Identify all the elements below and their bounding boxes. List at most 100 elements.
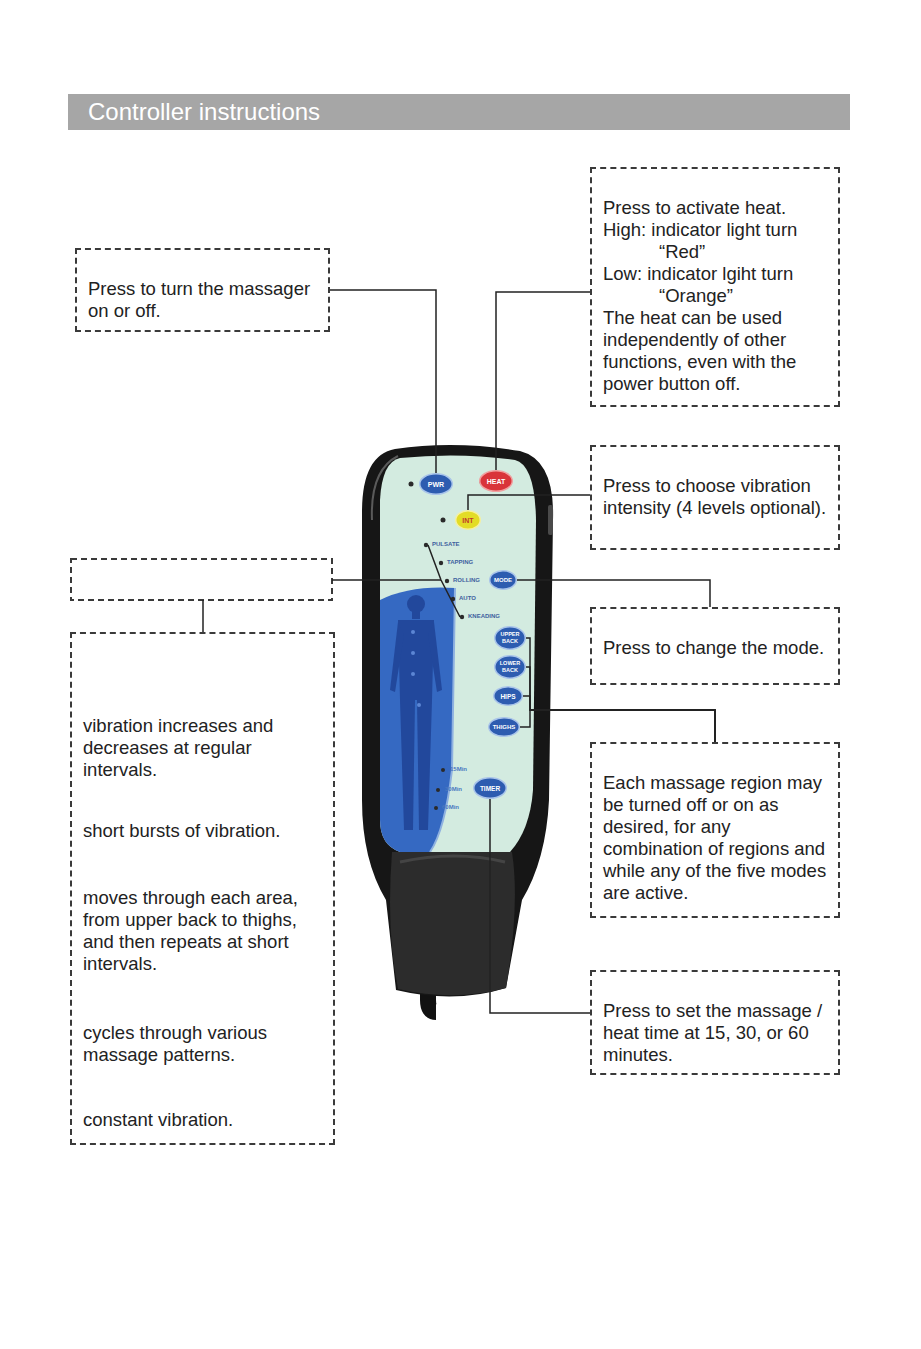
callout-text: constant vibration. — [83, 1109, 325, 1131]
indicator-dot — [424, 543, 428, 547]
callout-text: Press to turn the massager on or off. — [88, 278, 320, 322]
figure-neck — [412, 611, 420, 619]
indicator-dot — [460, 615, 464, 619]
region-button: LOWER BACK — [494, 655, 526, 679]
indicator-dot — [441, 518, 446, 523]
leader-line — [202, 600, 204, 632]
callout-text: Each massage region may be turned off or… — [603, 772, 830, 904]
intensity-button: INT — [455, 510, 481, 530]
indicator-label: 30Min — [445, 786, 462, 793]
button-shape — [480, 471, 513, 492]
blue-panel — [380, 588, 455, 853]
leader-line — [526, 638, 715, 742]
indicator-dot — [445, 579, 449, 583]
button-label: HEAT — [479, 470, 513, 492]
button-shape — [494, 687, 523, 706]
button-shape — [490, 571, 517, 590]
figure-arm — [428, 622, 442, 692]
button-label: PWR — [419, 473, 453, 495]
controller-grip — [390, 852, 515, 995]
indicator-label: 15Min — [450, 766, 467, 773]
figure-arm — [390, 622, 404, 692]
leader-line — [526, 667, 715, 742]
heat-button: HEAT — [479, 470, 513, 492]
callout-text: Low: indicator lgiht turn “Orange” — [603, 263, 830, 307]
button-label: TIMER — [473, 777, 507, 799]
callout-text: moves through each area, from upper back… — [83, 887, 325, 975]
indicator-label: AUTO — [459, 595, 476, 602]
leader-line — [332, 579, 441, 581]
button-label: UPPER BACK — [494, 626, 526, 650]
indicator-label: TAPPING — [447, 559, 473, 566]
leader-line — [520, 710, 715, 742]
callout-text: High: indicator light turn “Red” — [603, 219, 830, 263]
mode-description-box: vibration increases and decreases at reg… — [70, 632, 335, 1145]
callout-text: vibration increases and decreases at reg… — [83, 715, 325, 781]
callout-text: Press to change the mode. — [603, 637, 830, 659]
button-shape — [495, 656, 526, 679]
indicator-label: 60Min — [442, 804, 459, 811]
callout-text: The heat can be used independently of ot… — [603, 307, 830, 395]
indicator-dot — [409, 482, 414, 487]
region-dot — [411, 672, 415, 676]
indicator-dot — [441, 768, 445, 772]
callout-box: Press to change the mode. — [590, 607, 840, 685]
figure-leg — [417, 700, 432, 830]
callout-box: Press to choose vibration intensity (4 l… — [590, 445, 840, 550]
button-shape — [489, 718, 520, 737]
callout-box: Press to turn the massager on or off. — [75, 248, 330, 332]
region-dot — [411, 630, 415, 634]
power-button: PWR — [419, 473, 453, 495]
leader-line — [490, 799, 590, 1013]
button-label: HIPS — [493, 686, 523, 706]
button-label: LOWER BACK — [494, 655, 526, 679]
region-dot — [417, 703, 421, 707]
indicator-dots — [409, 480, 485, 811]
region-button: THIGHS — [488, 717, 520, 737]
callout-box: Press to activate heat.High: indicator l… — [590, 167, 840, 407]
controller-body — [362, 445, 553, 997]
indicator-label: KNEADING — [468, 613, 500, 620]
callout-text: Press to set the massage / heat time at … — [603, 1000, 830, 1066]
callout-box: Press to set the massage / heat time at … — [590, 970, 840, 1075]
indicator-dot — [434, 806, 438, 810]
mode-button: MODE — [489, 570, 517, 590]
region-dot — [411, 651, 415, 655]
indicator-dot — [436, 788, 440, 792]
button-label: INT — [455, 510, 481, 530]
callout-text: Press to activate heat. — [603, 197, 830, 219]
region-button: HIPS — [493, 686, 523, 706]
timer-button: TIMER — [473, 777, 507, 799]
callout-box: Each massage region may be turned off or… — [590, 742, 840, 918]
indicator-label: PULSATE — [432, 541, 460, 548]
leader-line — [517, 580, 710, 607]
button-shape — [474, 778, 507, 799]
leader-line — [468, 495, 590, 510]
leader-line — [523, 696, 715, 742]
leader-line — [330, 290, 436, 473]
side-button — [548, 505, 553, 535]
title-band: Controller instructions — [68, 94, 850, 130]
figure-dots — [411, 630, 421, 707]
button-shape — [420, 474, 453, 495]
figure-leg — [400, 700, 415, 830]
face-panel — [380, 455, 536, 852]
leader-line — [496, 292, 590, 470]
page-title: Controller instructions — [88, 98, 320, 126]
figure-head — [407, 595, 425, 613]
callout-text: short bursts of vibration. — [83, 820, 325, 842]
callout-text: cycles through various massage patterns. — [83, 1022, 325, 1066]
button-label: MODE — [489, 570, 517, 590]
body-figure — [390, 595, 442, 830]
callout-text: Press to choose vibration intensity (4 l… — [603, 475, 830, 519]
button-shape — [456, 511, 481, 530]
indicator-label: ROLLING — [453, 577, 480, 584]
button-shape — [495, 627, 526, 650]
grip-ridge — [400, 856, 505, 862]
button-label: THIGHS — [488, 717, 520, 737]
empty-callout — [71, 559, 332, 600]
figure-torso — [398, 620, 434, 700]
